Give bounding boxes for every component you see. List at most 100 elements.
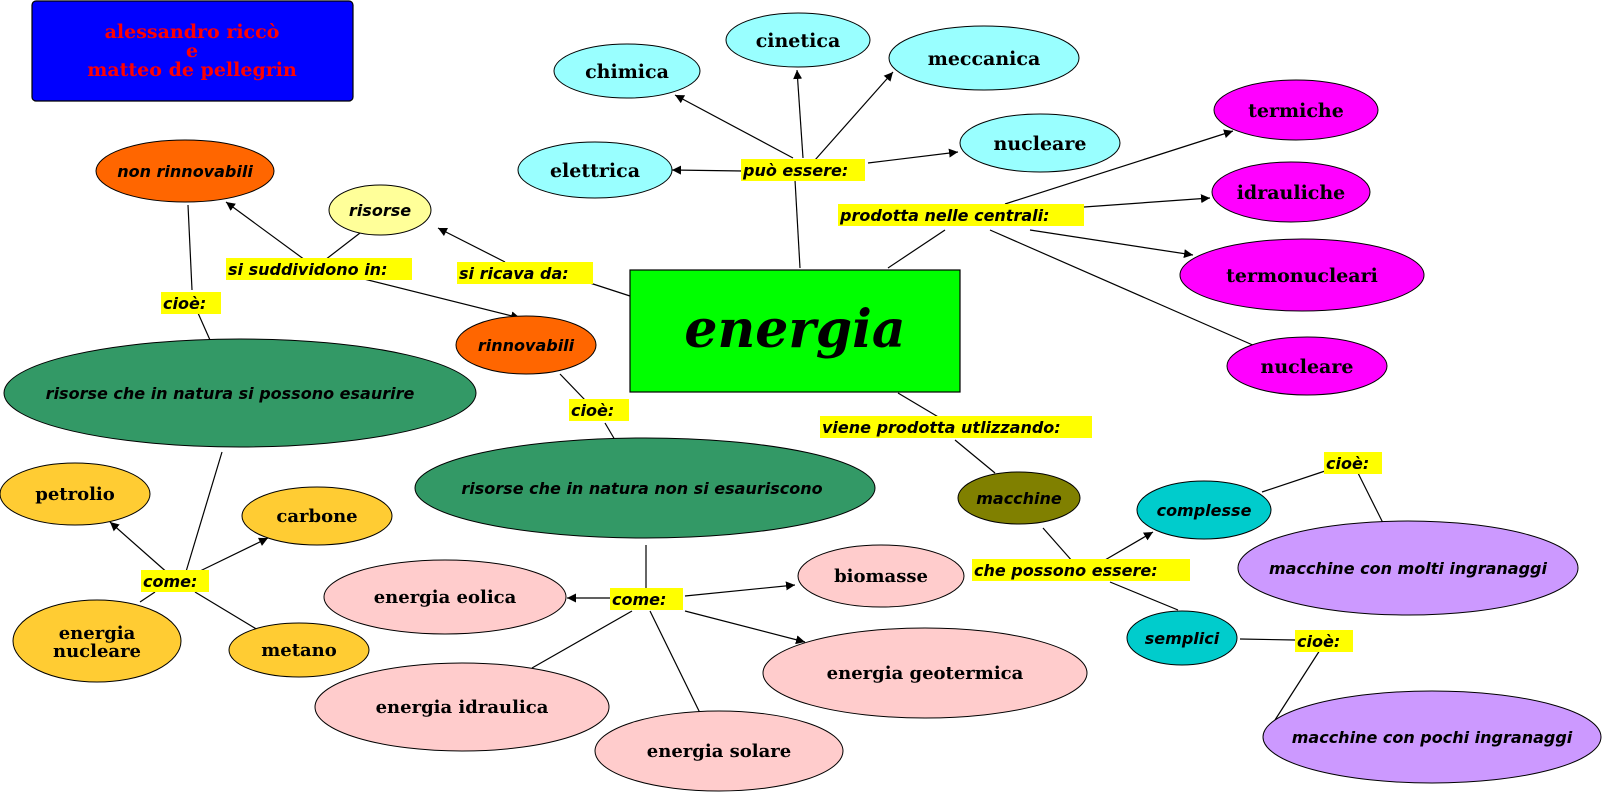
node-macchine: macchine [957, 471, 1081, 525]
link-che-possono-essere: che possono essere: [972, 559, 1190, 581]
node-shape [1126, 610, 1238, 666]
node-biomasse: biomasse [797, 544, 965, 608]
link-cioe-non-rinnovabili: cioè: [161, 292, 221, 314]
node-label: complesse [1157, 501, 1252, 520]
node-shape [1237, 520, 1579, 616]
connector-arrow [225, 201, 306, 261]
node-risorse-inesauribili: risorse che in natura non si esauriscono [414, 437, 876, 539]
node-shape [455, 315, 597, 375]
node-label: metano [261, 640, 337, 661]
link-viene-prodotta: viene prodotta utlizzando: [820, 416, 1092, 438]
link-label: prodotta nelle centrali: [839, 206, 1050, 225]
node-shape [1213, 79, 1379, 141]
connector-arrow [109, 521, 171, 576]
node-label: energia eolica [374, 587, 517, 608]
node-risorse: risorse [328, 184, 432, 236]
link-cioe-semplici: cioè: [1295, 630, 1353, 652]
author-box-background [31, 0, 354, 102]
node-label: petrolio [35, 484, 115, 505]
node-label: biomasse [834, 566, 928, 587]
connector [989, 229, 1256, 347]
connector [649, 610, 701, 714]
node-label: chimica [585, 61, 669, 83]
author-box: alessandro riccò e matteo de pellegrin [31, 0, 354, 102]
link-highlight [457, 262, 593, 284]
node-energia: energia [629, 269, 961, 393]
link-prodotta-centrali: prodotta nelle centrali: [838, 204, 1084, 226]
connector [1357, 472, 1384, 524]
link-label: come: [143, 572, 197, 591]
node-label: termiche [1248, 100, 1344, 122]
connector-arrow [437, 227, 506, 263]
link-highlight [569, 399, 629, 421]
node-shape [517, 141, 673, 199]
node-rinnovabili: rinnovabili [455, 315, 597, 375]
node-shape [797, 544, 965, 608]
node-energia-solare: energia solare [594, 710, 844, 792]
link-label: cioè: [1326, 454, 1369, 473]
link-highlight [820, 416, 1092, 438]
node-shape [3, 338, 477, 448]
node-cinetica: cinetica [725, 12, 871, 68]
node-shape [414, 437, 876, 539]
link-label: cioè: [571, 401, 614, 420]
link-highlight [226, 258, 412, 280]
connector-arrow [867, 148, 959, 164]
link-highlight [972, 559, 1190, 581]
link-highlight [1295, 630, 1353, 652]
node-shape [228, 622, 370, 678]
connector [794, 179, 801, 269]
node-elettrica: elettrica [517, 141, 673, 199]
connector-arrow [359, 277, 521, 321]
node-label: risorse che in natura non si esauriscono [461, 479, 822, 498]
connector [897, 392, 941, 419]
node-risorse-esauribili: risorse che in natura si possono esaurir… [3, 338, 477, 448]
link-highlight [741, 159, 865, 181]
author-line-1: alessandro riccò [105, 21, 280, 43]
node-semplici: semplici [1126, 610, 1238, 666]
node-termiche: termiche [1213, 79, 1379, 141]
connector-arrow [684, 610, 806, 645]
node-label: risorse [349, 201, 411, 220]
node-nucleare-forma: nucleare [959, 113, 1121, 173]
node-label: energia geotermica [827, 663, 1024, 684]
node-shape [762, 627, 1088, 719]
node-label-line-1: energia [59, 623, 136, 644]
node-shape [0, 462, 151, 526]
connector [194, 591, 259, 631]
connectors [109, 69, 1384, 721]
node-label: meccanica [928, 48, 1041, 70]
node-carbone: carbone [241, 486, 393, 546]
connector [139, 591, 156, 603]
connector-arrow [1029, 229, 1194, 259]
node-label: rinnovabili [478, 336, 575, 355]
link-label: cioè: [163, 294, 206, 313]
link-label: cioè: [1297, 632, 1340, 651]
connector-arrow [674, 94, 794, 159]
connector [954, 439, 996, 474]
node-shape [959, 113, 1121, 173]
node-shape [594, 710, 844, 792]
node-shape [314, 662, 610, 752]
author-line-3: matteo de pellegrin [87, 59, 297, 81]
connector [187, 204, 193, 291]
node-meccanica: meccanica [888, 25, 1080, 91]
connector [604, 422, 616, 441]
connector-arrow [197, 537, 269, 573]
node-label: termonucleari [1226, 265, 1378, 287]
node-chimica: chimica [553, 43, 701, 99]
connector [1042, 527, 1074, 563]
node-label: elettrica [550, 160, 640, 182]
node-label: nucleare [1261, 356, 1354, 378]
node-idrauliche: idrauliche [1211, 161, 1371, 223]
connector-arrow [671, 165, 744, 175]
connector [1109, 581, 1179, 611]
connector-arrow [793, 69, 804, 159]
link-highlight [610, 588, 683, 610]
connector [531, 610, 633, 669]
node-shape [1226, 336, 1388, 396]
node-label: idrauliche [1237, 182, 1346, 204]
node-energia-geotermica: energia geotermica [762, 627, 1088, 719]
node-shape [1136, 480, 1272, 540]
node-label: risorse che in natura si possono esaurir… [46, 384, 415, 403]
